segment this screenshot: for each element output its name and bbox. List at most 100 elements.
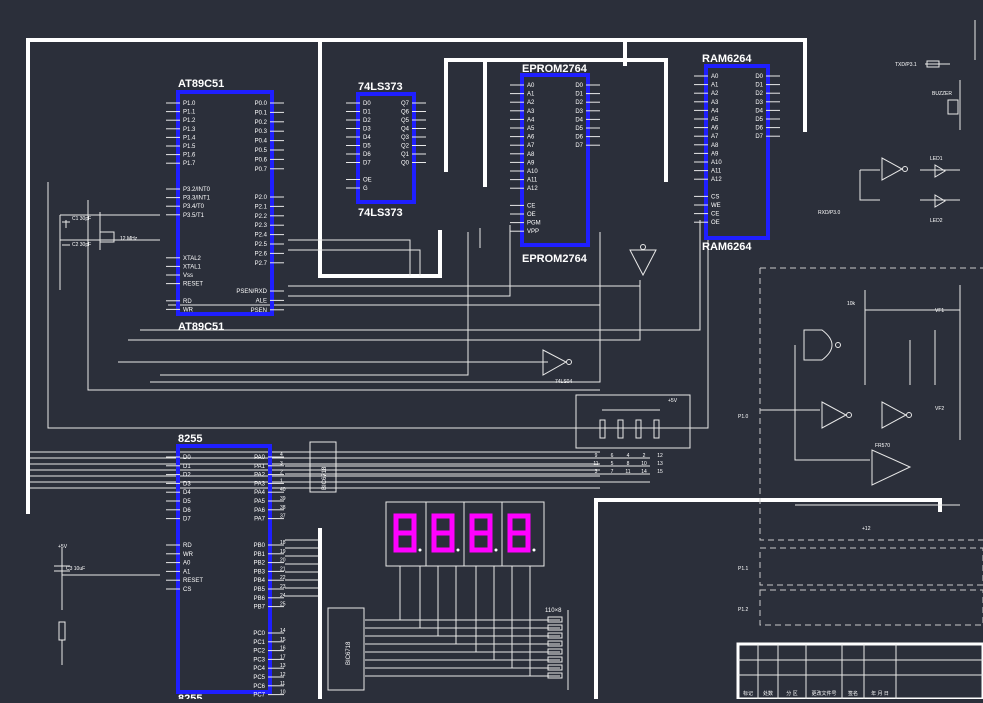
pin-label: D2 bbox=[363, 118, 371, 124]
pin-label: A11 bbox=[711, 169, 722, 175]
pin-label: PB6 bbox=[254, 596, 266, 602]
connection-number: 14 bbox=[641, 469, 647, 475]
pin-label: A12 bbox=[527, 186, 538, 192]
array-resistor bbox=[547, 656, 563, 663]
pin-label: RD bbox=[183, 299, 192, 305]
seven-segment-display bbox=[385, 501, 545, 567]
chip-driver-top[interactable]: BIC6718 bbox=[309, 441, 337, 493]
crystal-oscillator: 12 MHz C1 30pF C2 30pF bbox=[62, 216, 138, 248]
pin-label: D6 bbox=[183, 508, 191, 514]
chip-eprom2764[interactable]: EPROM2764 EPROM2764 A0A1A2A3A4A5A6A7A8A9… bbox=[510, 63, 600, 265]
buzzer-label: BUZZER bbox=[932, 91, 952, 97]
pin-label: PA0 bbox=[254, 455, 266, 461]
decimal-point bbox=[494, 548, 498, 552]
chip-8255[interactable]: 8255 8255 D0D1D2D3D4D5D6D7RDWRA0A1RESETC… bbox=[166, 433, 286, 703]
pin-label: PSEN/RXD bbox=[236, 289, 267, 295]
pin-label: P1.6 bbox=[183, 153, 196, 159]
title-block-columns: 标记处数分 区更改文件号签名年 月 日 bbox=[743, 690, 889, 697]
right-side-circuit: TXD/P3.1 BUZZER LED1 RXD/P3.0 LED2 VF1 1… bbox=[738, 60, 959, 613]
pin-number: 17 bbox=[280, 654, 286, 660]
pin-label: D7 bbox=[755, 134, 763, 140]
pin-label: P0.1 bbox=[255, 110, 268, 116]
pin-label: D3 bbox=[183, 481, 191, 487]
pin-label: A2 bbox=[527, 100, 535, 106]
array-resistor bbox=[547, 640, 563, 647]
pin-label: P1.7 bbox=[183, 161, 196, 167]
pin-label: D6 bbox=[363, 152, 371, 158]
array-resistor bbox=[547, 632, 563, 639]
pin-label: A1 bbox=[711, 83, 719, 89]
pin-label: A7 bbox=[711, 134, 719, 140]
vcc-label: +5V bbox=[668, 398, 678, 404]
addr-loop-bus bbox=[318, 42, 442, 278]
connection-number: 5 bbox=[611, 461, 614, 467]
pin-label: PB3 bbox=[254, 569, 266, 575]
pin-label: A3 bbox=[527, 109, 535, 115]
at89c51-left-pins: P1.0P1.1P1.2P1.3P1.4P1.5P1.6P1.7P3.2/INT… bbox=[166, 101, 211, 313]
pin-number: 16 bbox=[280, 646, 286, 652]
pin-number: 37 bbox=[280, 514, 286, 520]
pin-label: PC6 bbox=[253, 684, 265, 690]
decimal-point bbox=[456, 548, 460, 552]
pin-label: D1 bbox=[755, 83, 763, 89]
chip-driver-bottom[interactable]: BIC6718 bbox=[327, 607, 365, 691]
pin-label: D3 bbox=[755, 100, 763, 106]
pin-label: PA6 bbox=[254, 508, 266, 514]
pin-label: PA7 bbox=[254, 517, 266, 523]
pin-label: PC3 bbox=[253, 657, 265, 663]
chip-at89c51[interactable]: AT89C51 AT89C51 P1.0P1.1P1.2P1.3P1.4P1.5… bbox=[166, 78, 284, 333]
pin-label: P1.0 bbox=[183, 101, 196, 107]
pin-label: D7 bbox=[363, 161, 371, 167]
pin-label: XTAL2 bbox=[183, 256, 202, 262]
pin-label: A3 bbox=[711, 100, 719, 106]
pin-label: A7 bbox=[527, 143, 535, 149]
pin-label: A12 bbox=[711, 177, 722, 183]
title-block: 标记处数分 区更改文件号签名年 月 日 bbox=[736, 642, 983, 701]
pin-label: D5 bbox=[755, 117, 763, 123]
pin-label: P2.6 bbox=[255, 251, 268, 257]
pin-label: D6 bbox=[755, 126, 763, 132]
driver-top-label: BIC6718 bbox=[322, 466, 328, 490]
pin-label: D6 bbox=[575, 135, 583, 141]
vcc-reset-label: +5V bbox=[58, 544, 68, 550]
pin-label: D4 bbox=[755, 108, 763, 114]
pin-label: D5 bbox=[183, 499, 191, 505]
pin-label: A1 bbox=[527, 92, 535, 98]
pin-label: PA3 bbox=[254, 481, 266, 487]
pin-label: D1 bbox=[363, 110, 371, 116]
title-block-col: 年 月 日 bbox=[871, 690, 889, 697]
connection-number: 8 bbox=[627, 461, 630, 467]
pin-label: D5 bbox=[363, 144, 371, 150]
pin-label: Q0 bbox=[401, 161, 410, 167]
74ls373-body bbox=[356, 92, 416, 204]
pin-label: P1.4 bbox=[183, 135, 196, 141]
reset-circuit: +5V C3 10uF bbox=[54, 544, 85, 641]
pin-label: WE bbox=[711, 203, 721, 209]
connection-number: 6 bbox=[611, 453, 614, 459]
resistor-array bbox=[547, 616, 563, 679]
pin-number: 22 bbox=[280, 575, 286, 581]
pin-label: D7 bbox=[183, 517, 191, 523]
pin-label: A9 bbox=[527, 160, 535, 166]
pin-label: P3.3/INT1 bbox=[183, 196, 211, 202]
pin-label: D0 bbox=[183, 455, 191, 461]
connection-number: 11 bbox=[625, 469, 630, 475]
pin-label: PC5 bbox=[253, 675, 265, 681]
chip-ram6264[interactable]: RAM6264 RAM6264 A0A1A2A3A4A5A6A7A8A9A10A… bbox=[694, 53, 780, 253]
pin-label: Q6 bbox=[401, 110, 410, 116]
eprom2764-title: EPROM2764 bbox=[522, 63, 588, 75]
pin-number: 13 bbox=[280, 663, 286, 669]
pin-label: D0 bbox=[755, 74, 763, 80]
pin-label: P3.5/T1 bbox=[183, 213, 205, 219]
8255-body bbox=[176, 444, 272, 694]
pin-label: PB2 bbox=[254, 561, 266, 567]
pin-label: A4 bbox=[527, 117, 535, 123]
display-frame bbox=[385, 501, 545, 567]
at89c51-title: AT89C51 bbox=[178, 78, 224, 90]
connection-number: 11 bbox=[593, 461, 598, 467]
pin-label: RESET bbox=[183, 282, 203, 288]
plus12-label: +12 bbox=[862, 526, 871, 532]
